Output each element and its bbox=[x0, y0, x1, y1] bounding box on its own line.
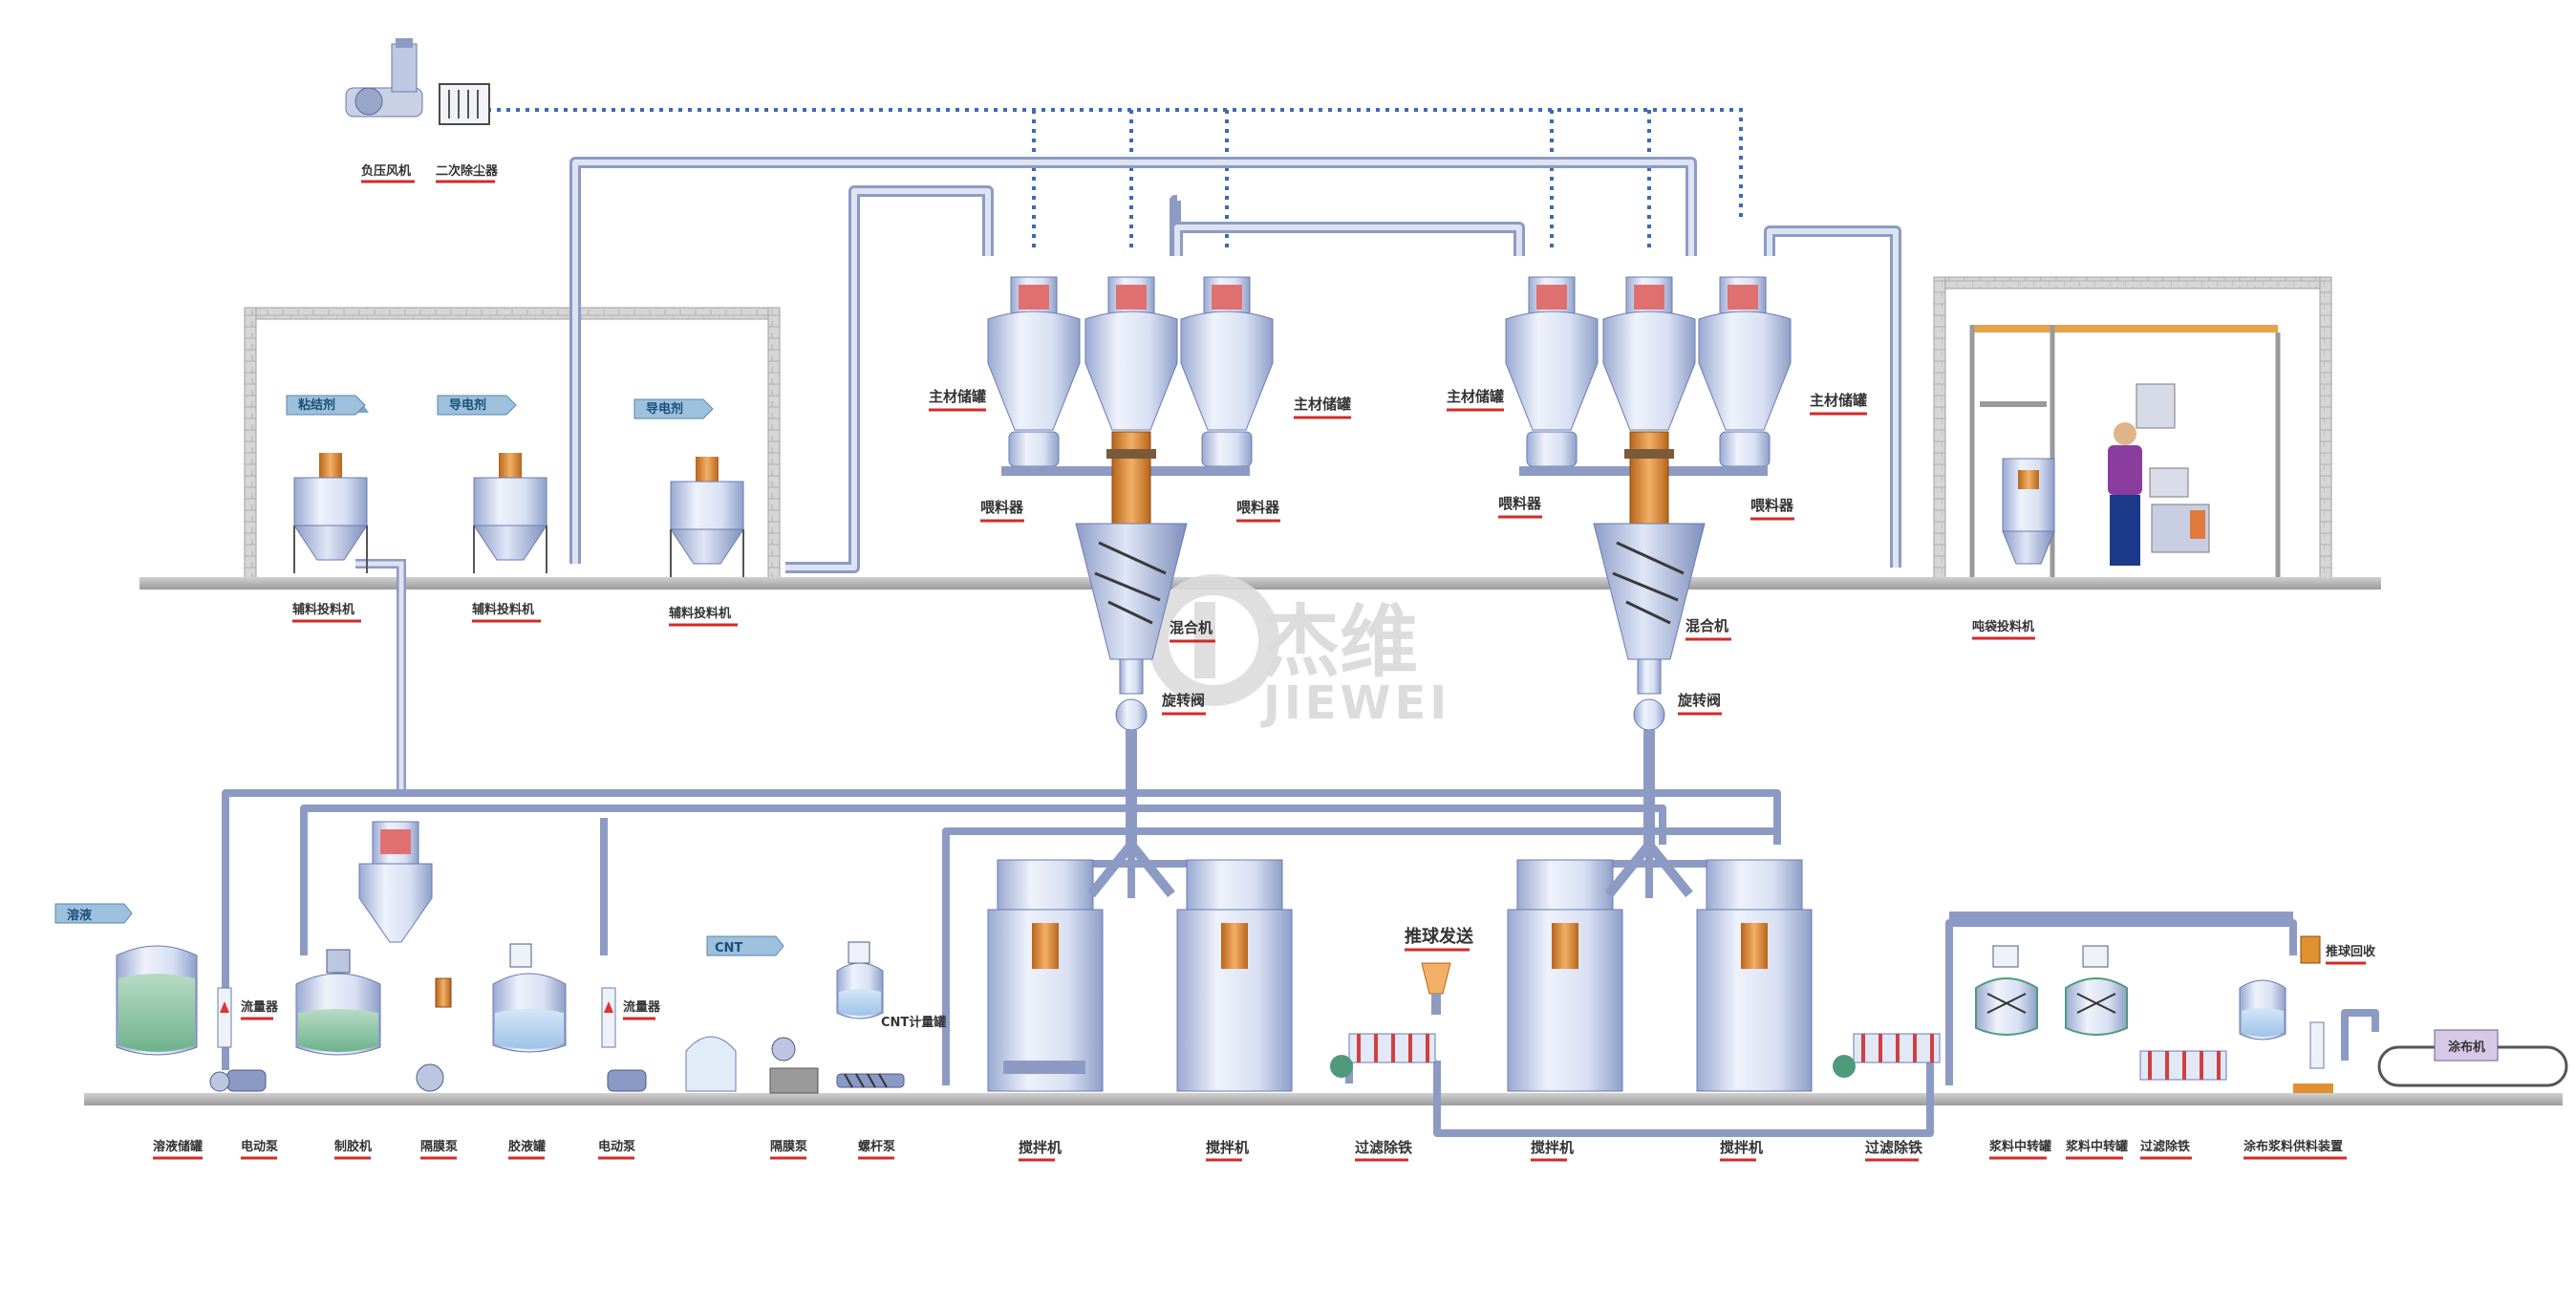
push-ball-sender bbox=[1421, 962, 1451, 1015]
diaphragm-pump-1 bbox=[416, 977, 452, 1092]
aux-feeder-2 bbox=[437, 395, 547, 573]
label-glue-maker: 制胶机 bbox=[334, 1139, 372, 1154]
label-mixer-2: 搅拌机 bbox=[1206, 1139, 1249, 1156]
label-solvent-tank: 溶液储罐 bbox=[153, 1139, 203, 1154]
label-transfer-tank-2: 浆料中转罐 bbox=[2065, 1139, 2128, 1154]
label-elec-pump-1: 电动泵 bbox=[241, 1139, 278, 1154]
label-fan: 负压风机 bbox=[361, 163, 411, 179]
tag-conductive-2: 导电剂 bbox=[646, 401, 683, 417]
screw-pump bbox=[836, 1073, 905, 1088]
label-main-tank-a1: 主材储罐 bbox=[929, 388, 986, 405]
label-coater: 涂布机 bbox=[2448, 1040, 2485, 1055]
label-transfer-tank-1: 浆料中转罐 bbox=[1988, 1139, 2051, 1154]
splitter-b bbox=[1605, 841, 1693, 898]
flowmeter-1 bbox=[217, 987, 232, 1048]
solvent-tank bbox=[54, 903, 198, 1056]
label-feeder-b2: 喂料器 bbox=[1750, 497, 1794, 514]
tag-solvent: 溶液 bbox=[67, 908, 92, 923]
negative-pressure-fan bbox=[345, 38, 423, 118]
cnt-metering-tank bbox=[836, 941, 884, 1019]
electric-pump-1 bbox=[209, 1069, 267, 1092]
label-feeder-a2: 喂料器 bbox=[1236, 499, 1280, 516]
label-diaphragm-pump-2: 隔膜泵 bbox=[770, 1139, 807, 1154]
label-filter-2: 过滤除铁 bbox=[1865, 1139, 1922, 1156]
label-dust: 二次除尘器 bbox=[436, 163, 499, 179]
tag-binder: 粘结剂 bbox=[297, 397, 335, 413]
tag-conductive-1: 导电剂 bbox=[449, 397, 486, 413]
tag-cnt: CNT bbox=[715, 941, 742, 955]
label-main-tank-b1: 主材储罐 bbox=[1447, 388, 1504, 405]
label-elec-pump-2: 电动泵 bbox=[598, 1139, 635, 1154]
label-filter-1: 过滤除铁 bbox=[1355, 1139, 1412, 1156]
slurry-transfer-tank-1 bbox=[1975, 945, 2038, 1036]
coater-feed-device bbox=[2239, 979, 2333, 1093]
lower-pipes bbox=[222, 789, 2379, 1137]
watermark: 杰维 JIEWEI bbox=[1148, 574, 1450, 730]
filter-1 bbox=[1330, 1033, 1436, 1078]
label-mixer-3: 搅拌机 bbox=[1531, 1139, 1574, 1156]
mixer-1 bbox=[987, 859, 1104, 1092]
electric-pump-2 bbox=[607, 1069, 647, 1092]
secondary-dust-collector bbox=[439, 83, 490, 125]
label-diaphragm-pump-1: 隔膜泵 bbox=[420, 1139, 458, 1154]
label-ton-bag: 吨袋投料机 bbox=[1972, 619, 2034, 634]
label-mixer-1: 搅拌机 bbox=[1019, 1139, 1062, 1156]
label-aux-feeder-2: 辅料投料机 bbox=[472, 602, 534, 617]
label-feeder-b1: 喂料器 bbox=[1498, 495, 1542, 512]
mixer-4 bbox=[1696, 859, 1813, 1092]
building-right bbox=[1933, 276, 2332, 582]
ton-bag-station bbox=[1969, 325, 2281, 577]
label-mixer-b: 混合机 bbox=[1685, 617, 1728, 634]
label-mixer-a: 混合机 bbox=[1170, 619, 1213, 636]
aux-feeder-1 bbox=[286, 395, 369, 573]
label-aux-feeder-3: 辅料投料机 bbox=[669, 606, 731, 621]
slurry-transfer-tank-2 bbox=[2065, 945, 2128, 1036]
label-valve-a: 旋转阀 bbox=[1161, 692, 1205, 709]
flowmeter-2 bbox=[601, 987, 616, 1048]
cnt-flask-and-pump bbox=[685, 935, 819, 1094]
watermark-en: JIEWEI bbox=[1260, 676, 1450, 730]
label-screw-pump: 螺杆泵 bbox=[858, 1139, 895, 1154]
label-main-tank-a2: 主材储罐 bbox=[1294, 396, 1351, 413]
feeder-down-pipe bbox=[355, 559, 406, 793]
label-filter-3: 过滤除铁 bbox=[2140, 1139, 2190, 1154]
coater bbox=[2377, 1029, 2568, 1087]
filter-3 bbox=[2139, 1050, 2227, 1081]
aux-feeder-3 bbox=[633, 398, 744, 577]
vacuum-dotted-lines bbox=[487, 108, 1743, 250]
mixer-2 bbox=[1176, 859, 1293, 1092]
storage-tanks-group-right bbox=[1505, 276, 1792, 845]
label-valve-b: 旋转阀 bbox=[1677, 692, 1721, 709]
push-ball-recovery bbox=[2300, 935, 2321, 964]
storage-tanks-group-left bbox=[987, 276, 1274, 845]
label-flowmeter-1: 流量器 bbox=[241, 999, 279, 1015]
label-mixer-4: 搅拌机 bbox=[1720, 1139, 1763, 1156]
label-aux-feeder-1: 辅料投料机 bbox=[292, 602, 354, 617]
label-coater-feed: 涂布浆料供料装置 bbox=[2243, 1139, 2343, 1154]
label-cnt-tank: CNT计量罐 bbox=[881, 1015, 946, 1030]
label-main-tank-b2: 主材储罐 bbox=[1810, 392, 1867, 409]
watermark-cn: 杰维 bbox=[1261, 597, 1418, 688]
upper-floor bbox=[140, 577, 2381, 590]
glue-tank bbox=[492, 943, 567, 1053]
glue-maker bbox=[295, 821, 433, 1056]
label-glue-tank: 胶液罐 bbox=[508, 1139, 546, 1154]
filter-2 bbox=[1833, 1033, 1941, 1078]
label-push-ball: 推球发送 bbox=[1405, 926, 1474, 947]
building-left bbox=[244, 307, 781, 582]
splitter-a bbox=[1087, 841, 1175, 898]
label-feeder-a1: 喂料器 bbox=[980, 499, 1024, 516]
label-push-recovery: 推球回收 bbox=[2326, 944, 2376, 959]
label-flowmeter-2: 流量器 bbox=[623, 999, 661, 1015]
mixer-3 bbox=[1507, 859, 1623, 1092]
lower-floor bbox=[84, 1093, 2563, 1105]
